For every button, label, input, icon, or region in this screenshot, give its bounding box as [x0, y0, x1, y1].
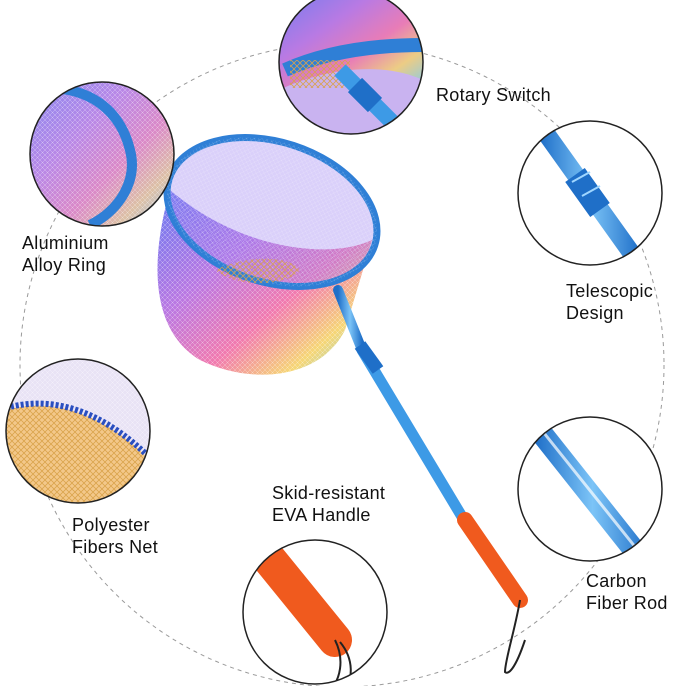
label-line: Aluminium [22, 233, 109, 253]
detail-circle-eva-handle [242, 539, 388, 685]
label-line: Design [566, 303, 624, 323]
label-line: Telescopic [566, 281, 654, 301]
detail-circle-polyester-net [5, 358, 151, 504]
eva-handle-grip [457, 512, 528, 608]
label-aluminium-ring: Aluminium Alloy Ring [22, 232, 109, 276]
label-rotary-switch: Rotary Switch [436, 84, 551, 106]
telescopic-pole [333, 285, 528, 674]
label-telescopic: Telescopic Design [566, 280, 653, 324]
detail-circle-rotary-switch [278, 0, 424, 135]
detail-circle-aluminium-ring [29, 81, 175, 227]
label-line: Rotary Switch [436, 85, 551, 105]
detail-circle-telescopic [517, 120, 663, 266]
label-carbon-rod: Carbon Fiber Rod [586, 570, 668, 614]
net-bottom-mesh [215, 258, 300, 284]
label-line: Alloy Ring [22, 255, 107, 275]
label-line: Skid-resistant [272, 483, 386, 503]
label-line: Fibers Net [72, 537, 159, 557]
dashed-orbit-circle [19, 42, 665, 686]
detail-circle-carbon-rod [517, 416, 663, 562]
label-line: Polyester [72, 515, 150, 535]
label-line: Carbon [586, 571, 647, 591]
label-polyester-net: Polyester Fibers Net [72, 514, 158, 558]
label-eva-handle: Skid-resistant EVA Handle [272, 482, 385, 526]
label-line: EVA Handle [272, 505, 371, 525]
label-line: Fiber Rod [586, 593, 668, 613]
